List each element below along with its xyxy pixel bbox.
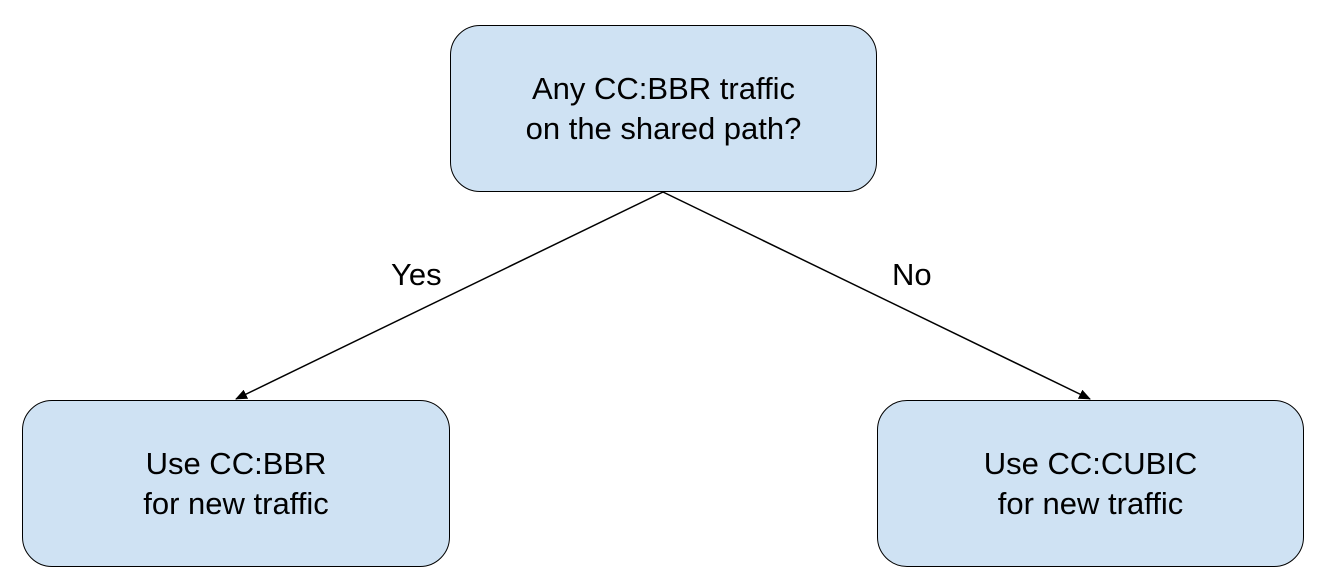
outcome-node-use-cubic: Use CC:CUBIC for new traffic — [877, 400, 1304, 567]
decision-node-line-1: Any CC:BBR traffic — [531, 70, 795, 106]
outcome-node-use-bbr: Use CC:BBR for new traffic — [22, 400, 450, 567]
edge-label-no: No — [892, 257, 932, 292]
outcome-bbr-line-2: for new traffic — [143, 485, 329, 521]
outcome-bbr-line-1: Use CC:BBR — [145, 445, 327, 481]
decision-node-line-2: on the shared path? — [525, 110, 802, 146]
outcome-cubic-line-2: for new traffic — [997, 485, 1184, 521]
decision-node-bbr-on-path: Any CC:BBR traffic on the shared path? — [450, 25, 877, 192]
edge-yes-arrow — [235, 191, 664, 400]
edge-label-yes: Yes — [391, 257, 442, 292]
edge-no-arrow — [662, 191, 1091, 400]
outcome-cubic-line-1: Use CC:CUBIC — [983, 445, 1198, 481]
